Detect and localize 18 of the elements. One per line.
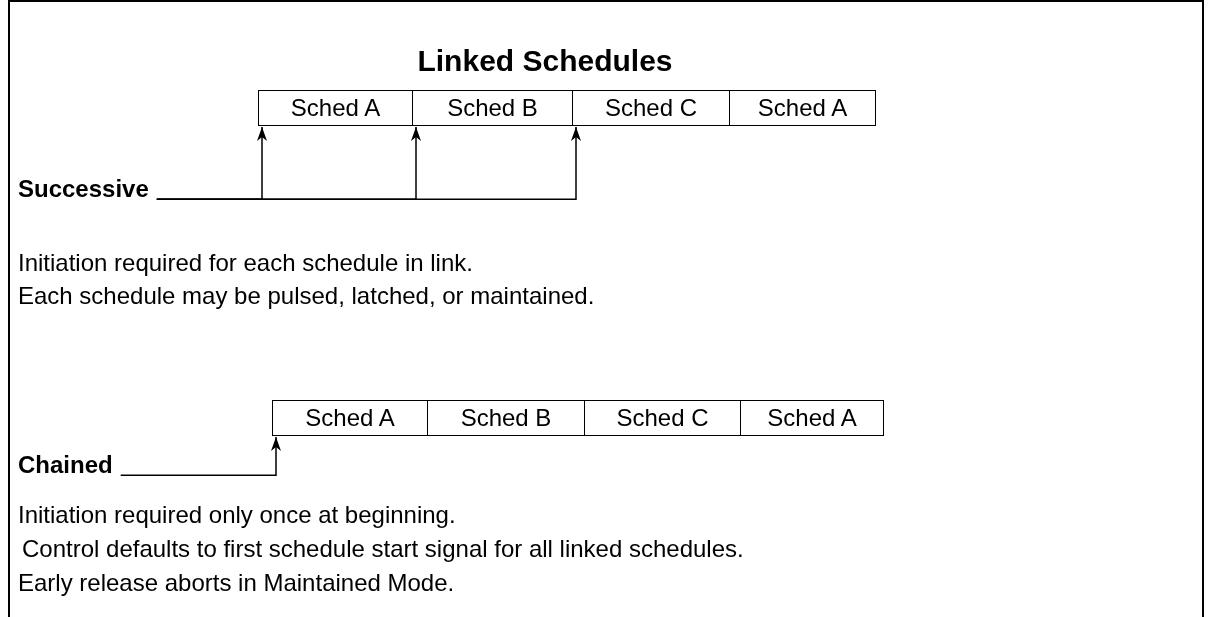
mode-label: Successive xyxy=(18,176,149,203)
schedule-box: Sched B xyxy=(427,400,585,436)
schedule-box: Sched A xyxy=(272,400,428,436)
schedule-box: Sched A xyxy=(740,400,884,436)
note-text: Control defaults to first schedule start signal for all linked schedules. xyxy=(22,536,744,563)
arrow xyxy=(119,436,281,476)
schedule-box: Sched B xyxy=(412,90,573,126)
arrow xyxy=(156,126,581,200)
diagram-title: Linked Schedules xyxy=(417,44,673,77)
note-text: Early release aborts in Maintained Mode. xyxy=(18,570,455,597)
schedule-box: Sched C xyxy=(572,90,730,126)
note-text: Initiation required only once at beginning. xyxy=(18,502,456,529)
note-text: Initiation required for each schedule in link. xyxy=(18,250,473,277)
note-text: Each schedule may be pulsed, latched, or maintained. xyxy=(18,283,595,310)
schedule-box: Sched A xyxy=(729,90,876,126)
schedule-box: Sched A xyxy=(258,90,413,126)
mode-label: Chained xyxy=(18,452,113,479)
schedule-box: Sched C xyxy=(584,400,741,436)
